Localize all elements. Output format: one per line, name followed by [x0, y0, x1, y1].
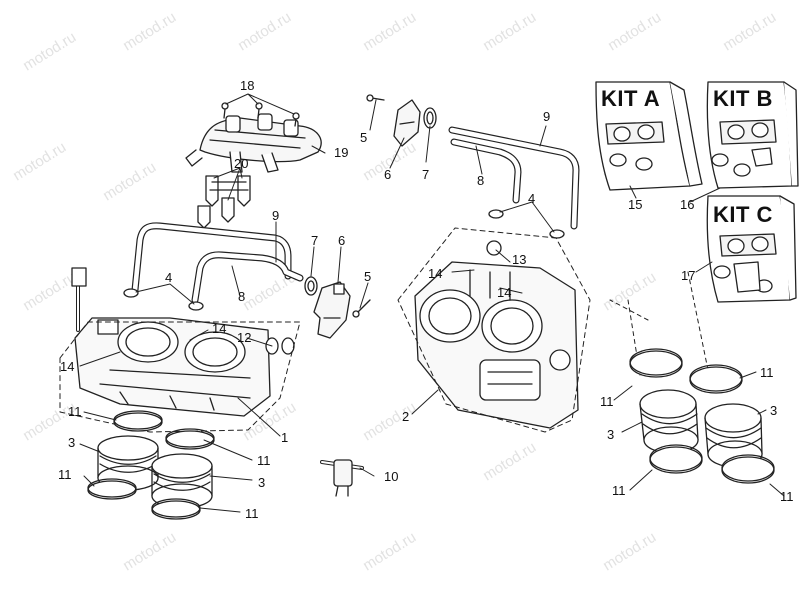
- callout-13: 13: [512, 252, 527, 267]
- callout-7-mid: 7: [422, 167, 430, 182]
- boot-3-d: [704, 403, 763, 468]
- callout-3-c: 3: [770, 403, 778, 418]
- clamp-4: [123, 288, 204, 311]
- callout-15: 15: [628, 197, 643, 212]
- sensor-6-left: [313, 281, 351, 339]
- oring-7-left: [304, 276, 318, 296]
- valve-10: [320, 459, 364, 497]
- callout-3-b: 3: [258, 475, 266, 490]
- callout-18: 18: [240, 78, 255, 93]
- hose-9-left: [131, 222, 292, 294]
- callout-20: 20: [234, 156, 249, 171]
- callout-17: 17: [681, 268, 696, 283]
- leader-lines: [79, 93, 785, 513]
- callout-3-a: 3: [68, 435, 76, 450]
- callout-11-b: 11: [58, 467, 72, 482]
- kit-a-label: KIT A: [601, 86, 661, 111]
- boot-3-a: [97, 435, 159, 491]
- throttle-body-2: [414, 240, 579, 429]
- callout-2: 2: [402, 409, 410, 424]
- clamp-11-e: [629, 348, 683, 378]
- callout-11-g: 11: [612, 483, 626, 498]
- callout-5-left: 5: [364, 269, 372, 284]
- callout-11-e: 11: [760, 365, 774, 380]
- injector-20: [197, 175, 251, 229]
- hose-8-left: [191, 251, 304, 304]
- sensor-6-mid: [393, 99, 421, 147]
- kit-b-box: [706, 81, 799, 189]
- fuel-rail-19: [185, 113, 322, 173]
- screw-5-mid: [366, 94, 385, 102]
- clamp-11-d: [151, 498, 201, 520]
- boot-3-c: [639, 389, 699, 454]
- connector-12: [265, 337, 295, 355]
- callout-11-h: 11: [780, 489, 794, 504]
- hose-8-mid: [450, 138, 522, 204]
- callout-1: 1: [281, 430, 289, 445]
- clamp-11-g: [649, 444, 703, 474]
- callout-11-f: 11: [600, 394, 614, 409]
- callout-3-d: 3: [607, 427, 615, 442]
- callout-12: 12: [237, 330, 252, 345]
- kit-c-box: [706, 195, 797, 303]
- screw-18: [221, 102, 300, 127]
- guide-lines-right: [609, 271, 709, 376]
- callout-4-mid: 4: [528, 191, 536, 206]
- oring-7-mid: [423, 107, 437, 129]
- callout-6-left: 6: [338, 233, 346, 248]
- callout-11-c: 11: [257, 453, 271, 468]
- callout-8-mid: 8: [477, 173, 485, 188]
- assembly-outline-1: [59, 321, 301, 433]
- boot-3-b: [151, 453, 213, 509]
- clamp-11-f: [689, 364, 743, 394]
- callout-11-a: 11: [68, 404, 82, 419]
- callout-14-c: 14: [428, 266, 443, 281]
- clamp-11-b: [87, 478, 137, 500]
- throttle-body-1: [71, 267, 271, 417]
- clamp-4-mid: [488, 209, 565, 239]
- kit-c-label: KIT C: [713, 202, 773, 227]
- callout-5-mid: 5: [360, 130, 368, 145]
- callout-4-left: 4: [165, 270, 173, 285]
- callout-14-a: 14: [212, 321, 227, 336]
- callout-9-mid: 9: [543, 109, 551, 124]
- kit-a-box: [595, 81, 703, 191]
- callout-6-mid: 6: [384, 167, 392, 182]
- clamp-11-h: [721, 454, 775, 484]
- kit-b-label: KIT B: [713, 86, 773, 111]
- assembly-outline-2: [397, 227, 591, 433]
- screw-5-left: [352, 299, 371, 318]
- callout-8-left: 8: [238, 289, 246, 304]
- callout-14-b: 14: [60, 359, 75, 374]
- callout-11-d: 11: [245, 506, 259, 521]
- callout-9-left: 9: [272, 208, 280, 223]
- callout-16: 16: [680, 197, 695, 212]
- hose-9-mid: [448, 126, 580, 230]
- callout-7-left: 7: [311, 233, 319, 248]
- callout-10: 10: [384, 469, 399, 484]
- callout-14-d: 14: [497, 285, 512, 300]
- clamp-11-a: [113, 410, 163, 432]
- clamp-11-c: [165, 428, 215, 450]
- callout-19: 19: [334, 145, 349, 160]
